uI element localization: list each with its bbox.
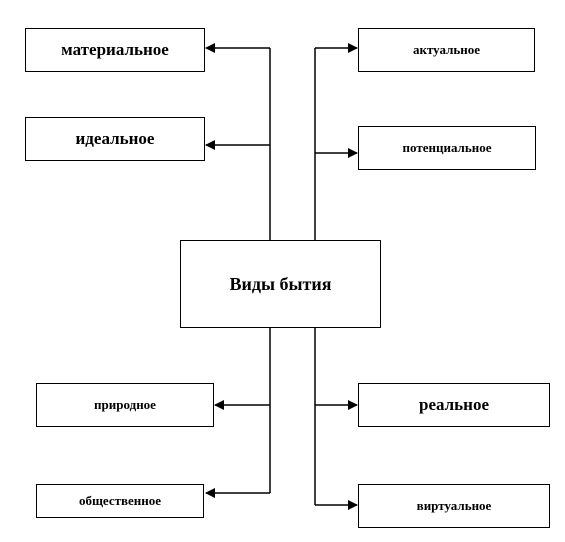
box-potential: потенциальное <box>358 126 536 170</box>
box-ideal: идеальное <box>25 117 205 161</box>
box-potential-label: потенциальное <box>402 140 492 155</box>
box-natural: природное <box>36 383 214 427</box>
box-material: материальное <box>25 28 205 72</box>
box-virtual-label: виртуальное <box>416 498 492 513</box>
box-virtual: виртуальное <box>358 484 550 528</box>
box-natural-label: природное <box>94 397 156 412</box>
box-real: реальное <box>358 383 550 427</box>
box-center-label: Виды бытия <box>229 273 332 294</box>
box-actual: актуальное <box>358 28 535 72</box>
box-ideal-label: идеальное <box>75 129 155 148</box>
box-actual-label: актуальное <box>412 42 481 57</box>
box-social: общественное <box>36 484 204 518</box>
box-real-label: реальное <box>418 395 490 414</box>
box-material-label: материальное <box>61 40 169 59</box>
box-social-label: общественное <box>78 493 162 508</box>
box-center: Виды бытия <box>180 240 381 328</box>
